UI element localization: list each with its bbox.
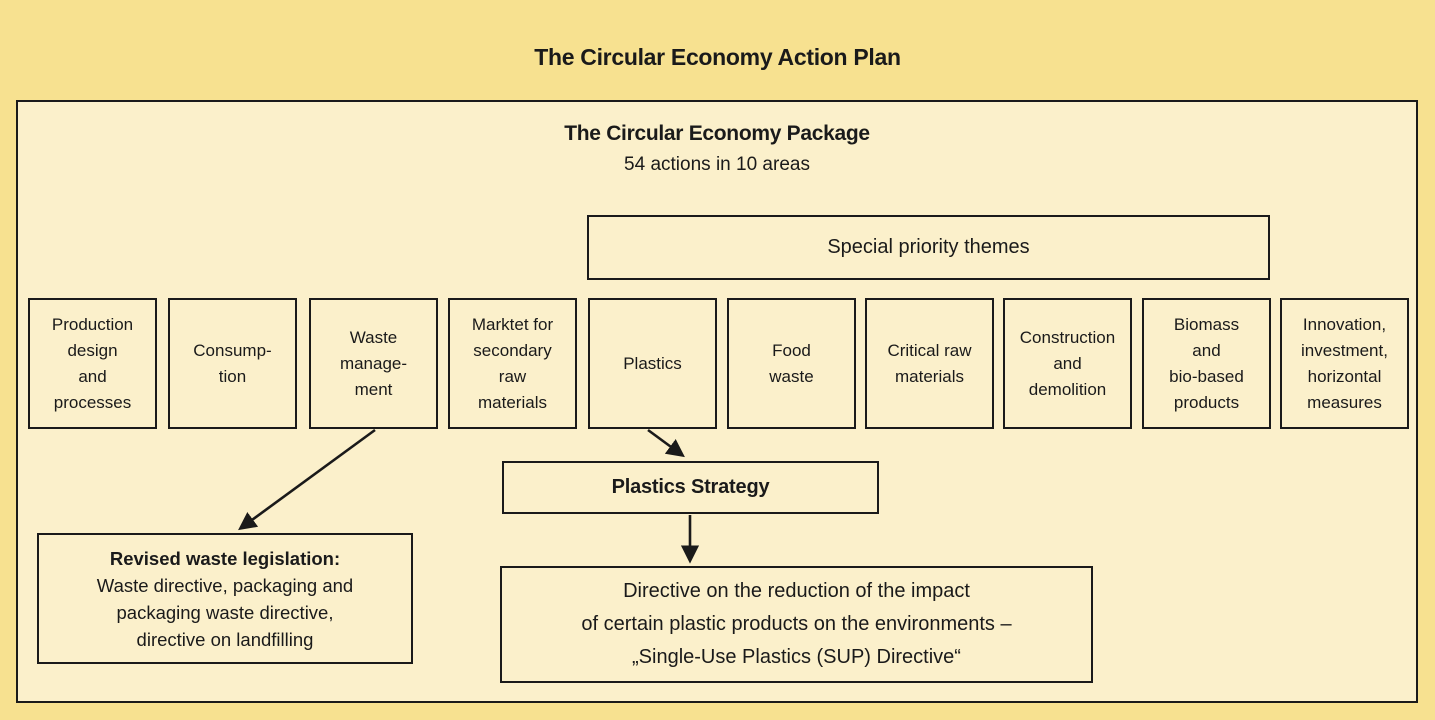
area-label: Construction and demolition [1019,327,1116,399]
special-priority-themes-box: Special priority themes [587,215,1270,280]
page-title: The Circular Economy Action Plan [534,44,901,70]
special-priority-themes-label: Special priority themes [827,236,1030,258]
area-label: Waste manage- ment [339,327,408,399]
area-box-consumption: Consump- tion [168,298,297,429]
plastics-strategy-box: Plastics Strategy [502,461,879,514]
revised-waste-legislation-box: Revised waste legislation: Waste directi… [37,533,413,664]
package-title: The Circular Economy Package [564,122,870,145]
area-label: Consump- tion [193,340,272,386]
area-label: Biomass and bio-based products [1169,314,1244,412]
area-box-production-design: Production design and processes [28,298,157,429]
area-label: Critical raw materials [887,340,972,386]
revised-waste-legislation-body: Waste directive, packaging and packaging… [96,574,354,650]
package-header: The Circular Economy Package 54 actions … [16,122,1418,176]
area-label: Production design and processes [51,314,134,412]
area-box-biomass-biobased: Biomass and bio-based products [1142,298,1271,429]
area-box-innovation-investment: Innovation, investment, horizontal measu… [1280,298,1409,429]
area-box-secondary-raw-materials: Marktet for secondary raw materials [448,298,577,429]
area-box-food-waste: Food waste [727,298,856,429]
area-box-critical-raw-materials: Critical raw materials [865,298,994,429]
area-label: Marktet for secondary raw materials [471,314,554,412]
area-label: Food waste [769,340,814,386]
area-label: Innovation, investment, horizontal measu… [1301,314,1388,412]
revised-waste-legislation-title: Revised waste legislation: [109,547,341,569]
sup-directive-box: Directive on the reduction of the impact… [500,566,1093,683]
plastics-strategy-label: Plastics Strategy [611,476,770,498]
area-box-plastics: Plastics [588,298,717,429]
area-box-construction-demolition: Construction and demolition [1003,298,1132,429]
sup-directive-text: Directive on the reduction of the impact… [581,580,1012,668]
area-label: Plastics [623,353,682,373]
area-box-waste-management: Waste manage- ment [309,298,438,429]
package-subtitle: 54 actions in 10 areas [624,154,810,175]
